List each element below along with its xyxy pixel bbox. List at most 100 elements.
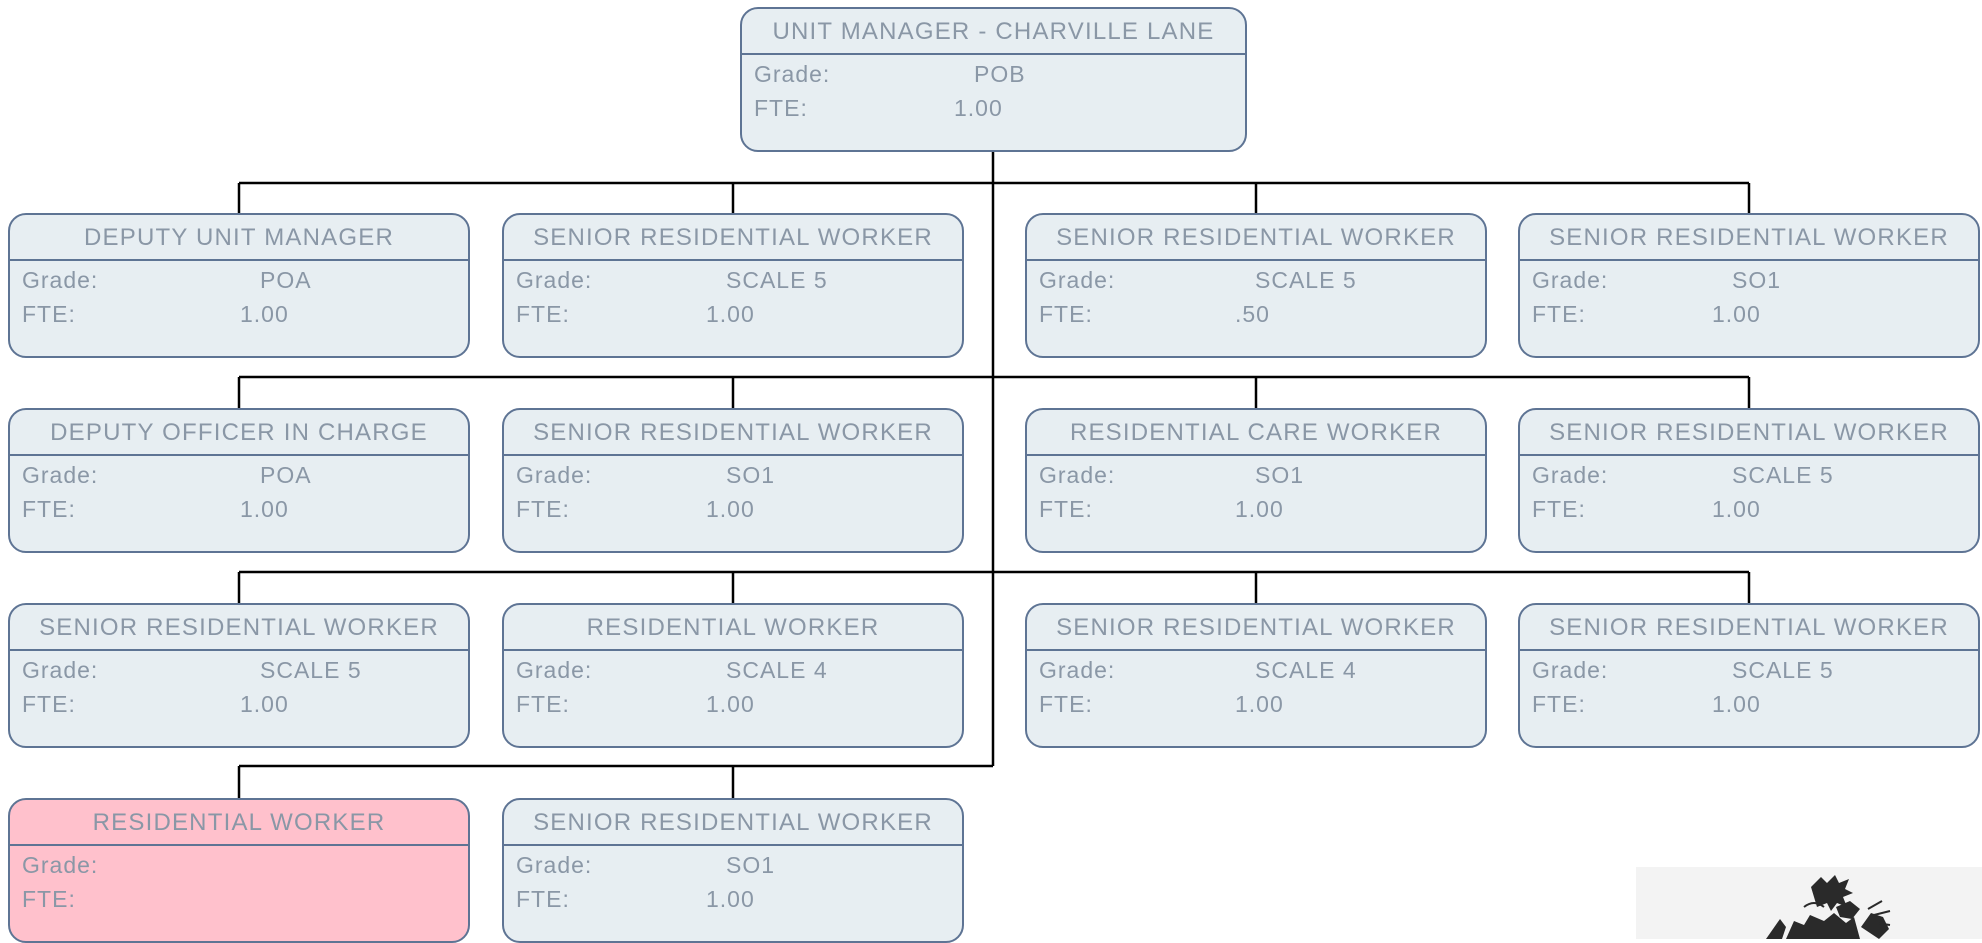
fte-label: FTE: (1532, 496, 1586, 522)
grade-row: Grade: SCALE 5 (1520, 456, 1978, 490)
grade-label: Grade: (22, 852, 99, 878)
grade-label: Grade: (516, 462, 593, 488)
position-title: SENIOR RESIDENTIAL WORKER (1027, 605, 1485, 651)
fte-label: FTE: (516, 496, 570, 522)
position-title: SENIOR RESIDENTIAL WORKER (10, 605, 468, 651)
grade-row: Grade: SO1 (1027, 456, 1485, 490)
grade-label: Grade: (1039, 267, 1116, 293)
fte-row: FTE: 1.00 (1027, 490, 1485, 524)
fte-row: FTE:1.00 (504, 295, 962, 329)
grade-row: Grade:SCALE 5 (10, 651, 468, 685)
fte-label: FTE: (516, 886, 570, 912)
grade-label: Grade: (1532, 462, 1609, 488)
fte-value: 1.00 (240, 496, 289, 522)
fte-value: 1.00 (706, 691, 755, 717)
grade-label: Grade: (516, 267, 593, 293)
grade-value: SO1 (1255, 462, 1305, 488)
fte-value: 1.00 (954, 95, 1003, 121)
fte-value: 1.00 (1712, 496, 1761, 522)
grade-value: SO1 (726, 462, 776, 488)
grade-row: Grade: SCALE 4 (504, 651, 962, 685)
fte-label: FTE: (1039, 301, 1093, 327)
position-title: SENIOR RESIDENTIAL WORKER (1520, 605, 1978, 651)
fte-row: FTE: 1.00 (504, 880, 962, 914)
position-title: UNIT MANAGER - CHARVILLE LANE (742, 9, 1245, 55)
grade-row: Grade: SO1 (504, 456, 962, 490)
fte-value: .50 (1235, 301, 1270, 327)
fte-value: 1.00 (1235, 496, 1284, 522)
grade-row: Grade: SO1 (1520, 261, 1978, 295)
grade-value: SCALE 4 (726, 657, 828, 683)
grade-value: SCALE 5 (726, 267, 828, 293)
position-title: SENIOR RESIDENTIAL WORKER (1027, 215, 1485, 261)
fte-label: FTE: (1532, 301, 1586, 327)
grade-row: Grade: SCALE 5 (504, 261, 962, 295)
grade-row: Grade:POB (742, 55, 1245, 89)
grade-row: Grade: SO1 (504, 846, 962, 880)
grade-label: Grade: (22, 462, 99, 488)
position-title: DEPUTY OFFICER IN CHARGE (10, 410, 468, 456)
position-title: SENIOR RESIDENTIAL WORKER (504, 215, 962, 261)
position-title: SENIOR RESIDENTIAL WORKER (1520, 215, 1978, 261)
fte-label: FTE: (516, 691, 570, 717)
grade-row: Grade: SCALE 5 (1027, 261, 1485, 295)
grade-value: SO1 (1732, 267, 1782, 293)
fte-row: FTE:1.00 (10, 295, 468, 329)
grade-label: Grade: (1532, 657, 1609, 683)
fte-row: FTE: 1.00 (10, 685, 468, 719)
crest-emblem-icon (1636, 867, 1982, 939)
grade-label: Grade: (1039, 657, 1116, 683)
fte-row: FTE: 1.00 (1027, 685, 1485, 719)
fte-value: 1.00 (706, 886, 755, 912)
grade-row: Grade: POA (10, 261, 468, 295)
fte-value: 1.00 (1712, 691, 1761, 717)
fte-label: FTE: (22, 691, 76, 717)
fte-row: FTE:1.00 (504, 490, 962, 524)
grade-label: Grade: (516, 852, 593, 878)
grade-label: Grade: (1039, 462, 1116, 488)
fte-value: 1.00 (1712, 301, 1761, 327)
fte-value: 1.00 (240, 691, 289, 717)
fte-value: 1.00 (240, 301, 289, 327)
position-title: RESIDENTIAL WORKER (504, 605, 962, 651)
grade-value: SO1 (726, 852, 776, 878)
position-title: RESIDENTIAL CARE WORKER (1027, 410, 1485, 456)
fte-label: FTE: (1039, 691, 1093, 717)
grade-value: SCALE 4 (1255, 657, 1357, 683)
grade-label: Grade: (22, 267, 99, 293)
fte-label: FTE: (1039, 496, 1093, 522)
fte-row: FTE: (10, 880, 468, 914)
position-title: SENIOR RESIDENTIAL WORKER (1520, 410, 1978, 456)
grade-label: Grade: (516, 657, 593, 683)
grade-value: SCALE 5 (1732, 462, 1834, 488)
grade-label: Grade: (1532, 267, 1609, 293)
fte-label: FTE: (22, 496, 76, 522)
grade-row: Grade: SCALE 4 (1027, 651, 1485, 685)
fte-row: FTE: 1.00 (504, 685, 962, 719)
fte-row: FTE: 1.00 (1520, 490, 1978, 524)
fte-value: 1.00 (1235, 691, 1284, 717)
grade-value: SCALE 5 (260, 657, 362, 683)
grade-value: POB (974, 61, 1026, 87)
fte-label: FTE: (1532, 691, 1586, 717)
position-title: SENIOR RESIDENTIAL WORKER (504, 410, 962, 456)
grade-value: POA (260, 267, 312, 293)
fte-label: FTE: (516, 301, 570, 327)
grade-row: Grade:SCALE 5 (1520, 651, 1978, 685)
position-title: SENIOR RESIDENTIAL WORKER (504, 800, 962, 846)
fte-row: FTE:1.00 (742, 89, 1245, 123)
fte-row: FTE: .50 (1027, 295, 1485, 329)
grade-value: SCALE 5 (1255, 267, 1357, 293)
fte-row: FTE: 1.00 (1520, 685, 1978, 719)
